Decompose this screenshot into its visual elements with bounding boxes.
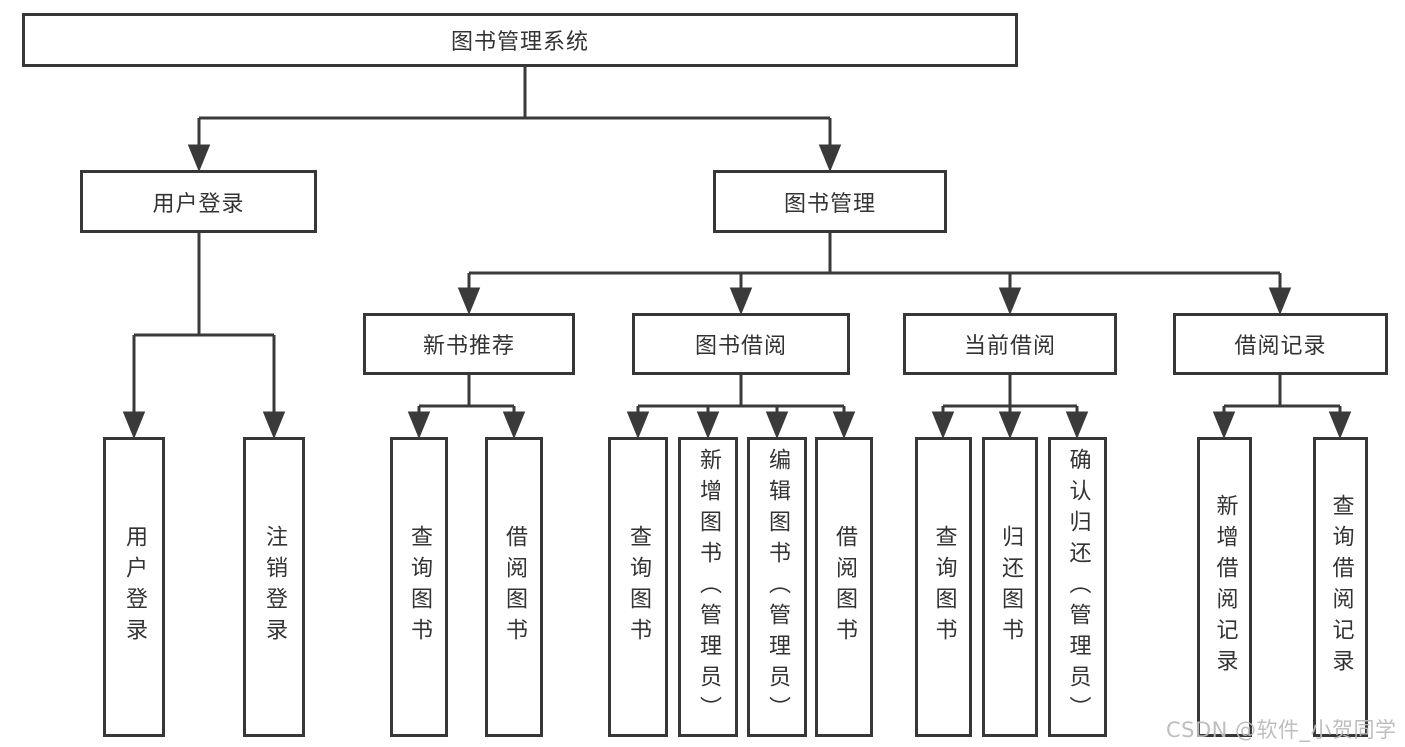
node-leaf-add-borrow-record: 新增借阅记录 [1197,437,1252,737]
node-leaf-return-books: 归还图书 [982,437,1038,737]
node-label: 借阅图书 [832,525,857,649]
node-borrowing-records: 借阅记录 [1173,313,1388,375]
node-leaf-user-login: 用户登录 [103,437,165,737]
node-label: 归还图书 [998,525,1023,649]
node-leaf-edit-books-admin: 编辑图书（管理员） [747,437,807,737]
csdn-watermark: CSDN @软件_小贺同学 [1166,718,1397,742]
node-label: 注销登录 [262,525,287,649]
node-label: 查询图书 [626,525,651,649]
node-root: 图书管理系统 [22,13,1018,67]
node-label: 编辑图书（管理员） [765,447,790,727]
node-label: 新增图书（管理员） [696,447,721,727]
node-root-label: 图书管理系统 [450,30,589,55]
node-label: 用户登录 [152,191,245,217]
node-label: 图书管理 [783,191,876,217]
node-label: 借阅图书 [502,525,527,649]
node-label: 新书推荐 [422,334,515,359]
node-label: 查询图书 [407,525,432,649]
node-label: 借阅记录 [1234,334,1327,359]
node-leaf-logout: 注销登录 [243,437,305,737]
node-new-book-recommend: 新书推荐 [363,313,575,375]
node-leaf-add-books-admin: 新增图书（管理员） [678,437,738,737]
node-leaf-confirm-return-admin: 确认归还（管理员） [1048,437,1107,737]
node-label: 查询借阅记录 [1328,494,1354,680]
node-label: 新增借阅记录 [1212,494,1238,680]
node-leaf-query-books-2: 查询图书 [608,437,668,737]
node-label: 用户登录 [122,525,147,649]
node-leaf-borrow-books-1: 借阅图书 [485,437,543,737]
node-book-borrowing: 图书借阅 [632,313,850,375]
node-label: 确认归还（管理员） [1065,447,1091,727]
node-current-borrowing: 当前借阅 [903,313,1117,375]
node-leaf-query-borrow-record: 查询借阅记录 [1313,437,1368,737]
node-label: 查询图书 [931,525,957,649]
node-leaf-query-books-3: 查询图书 [915,437,972,737]
node-leaf-query-books-1: 查询图书 [390,437,448,737]
node-leaf-borrow-books-2: 借阅图书 [815,437,873,737]
node-book-management-branch: 图书管理 [713,170,947,233]
node-user-login-branch: 用户登录 [80,170,317,233]
node-label: 当前借阅 [963,334,1056,359]
node-label: 图书借阅 [694,334,787,359]
